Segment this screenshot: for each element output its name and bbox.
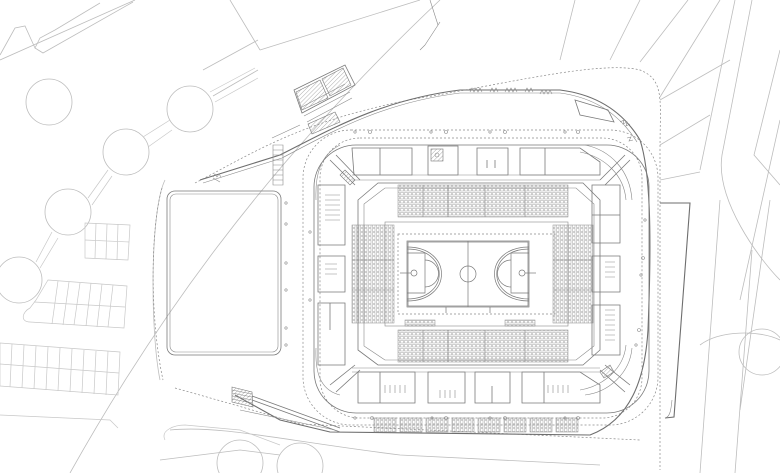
- tree: [102, 128, 150, 176]
- parking-row: [84, 222, 131, 261]
- tree: [25, 78, 73, 126]
- tree: [276, 442, 324, 473]
- building-perimeter: [313, 144, 650, 414]
- road-curve-northwest: [69, 0, 441, 473]
- road-east-4: [739, 49, 780, 301]
- northeast-concourse: [574, 99, 615, 123]
- road-southeast: [699, 332, 780, 346]
- site-boundary: [194, 67, 661, 470]
- team-bench: [404, 319, 436, 327]
- seating-block-south: [397, 329, 569, 363]
- road-east-1: [559, 0, 689, 63]
- tree: [738, 328, 780, 376]
- roof-outline: [302, 129, 659, 426]
- seating-block-north: [397, 184, 569, 218]
- west-rooms: [317, 184, 346, 366]
- tree: [216, 439, 264, 473]
- road-east-6: [659, 59, 731, 181]
- northwest-stair: [271, 64, 356, 139]
- tree: [166, 85, 214, 133]
- road-east-3: [720, 0, 780, 281]
- east-ramp: [660, 202, 691, 419]
- south-terrace: [373, 417, 579, 433]
- road-edge-north: [0, 0, 136, 61]
- podium-edge: [199, 89, 651, 436]
- plaza-south: [163, 424, 281, 446]
- tree: [44, 188, 92, 236]
- road-east-2: [659, 0, 736, 171]
- east-rooms: [591, 184, 621, 356]
- west-stair: [212, 144, 284, 186]
- road-south: [159, 428, 601, 466]
- tree: [0, 256, 43, 304]
- building-north: [0, 1, 134, 56]
- seating-block-west: [351, 224, 395, 324]
- southwest-stair: [231, 386, 341, 433]
- south-rooms: [352, 367, 601, 404]
- basketball-court: [384, 221, 569, 327]
- tree-path: [35, 67, 259, 269]
- parking-row: [22, 279, 128, 329]
- north-rooms: [351, 145, 601, 181]
- path-northeast: [202, 0, 421, 97]
- parking-row: [0, 342, 121, 396]
- arena-building: [302, 99, 659, 433]
- facade-zigzag: [469, 87, 553, 95]
- outdoor-field: [152, 179, 288, 381]
- columns: [308, 130, 647, 420]
- north-wall: [429, 0, 439, 26]
- seating-block-east: [552, 224, 594, 324]
- parking-row: [0, 414, 119, 429]
- road-east-5: [699, 199, 771, 473]
- team-bench: [504, 319, 536, 327]
